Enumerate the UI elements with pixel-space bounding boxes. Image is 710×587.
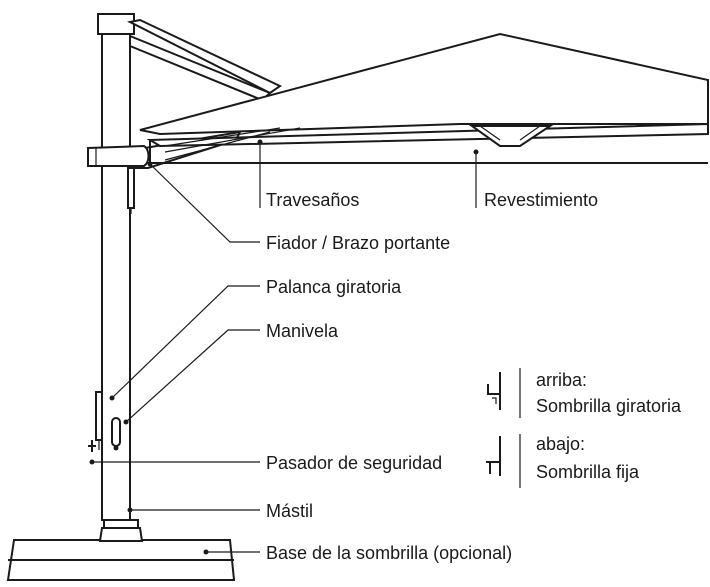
label-canopy: Revestimiento — [484, 190, 598, 210]
safety-pin-part — [88, 440, 96, 452]
mast-foot — [98, 519, 144, 542]
leader-support-arm — [147, 161, 260, 243]
leader-crossbars — [257, 139, 263, 208]
leader-safety-pin — [89, 459, 260, 465]
label-safety-pin: Pasador de seguridad — [266, 453, 442, 473]
legend-down-line2: Sombrilla fija — [536, 462, 640, 482]
label-crossbars: Travesaños — [266, 190, 359, 210]
umbrella-base — [6, 539, 236, 581]
crank-part — [111, 417, 121, 451]
leader-base — [203, 549, 260, 555]
mast-connector — [87, 144, 150, 167]
legend-down-line1: abajo: — [536, 434, 585, 454]
legend-down-icon — [486, 436, 501, 476]
leader-crank — [123, 329, 260, 425]
legend-up-line1: arriba: — [536, 370, 587, 390]
leader-rotating-lever — [109, 285, 260, 401]
canopy — [139, 32, 709, 164]
label-crank: Manivela — [266, 321, 339, 341]
legend-up-line2: Sombrilla giratoria — [536, 396, 682, 416]
connector-parts — [127, 167, 135, 214]
upper-brace — [126, 18, 282, 102]
label-mast: Mástil — [266, 501, 313, 521]
label-base: Base de la sombrilla (opcional) — [266, 543, 512, 563]
rotating-lever-part — [95, 391, 103, 450]
leader-mast — [127, 507, 260, 513]
label-support-arm: Fiador / Brazo portante — [266, 233, 450, 253]
label-rotating-lever: Palanca giratoria — [266, 277, 402, 297]
legend-up-icon — [487, 372, 501, 410]
leader-canopy — [473, 149, 479, 208]
